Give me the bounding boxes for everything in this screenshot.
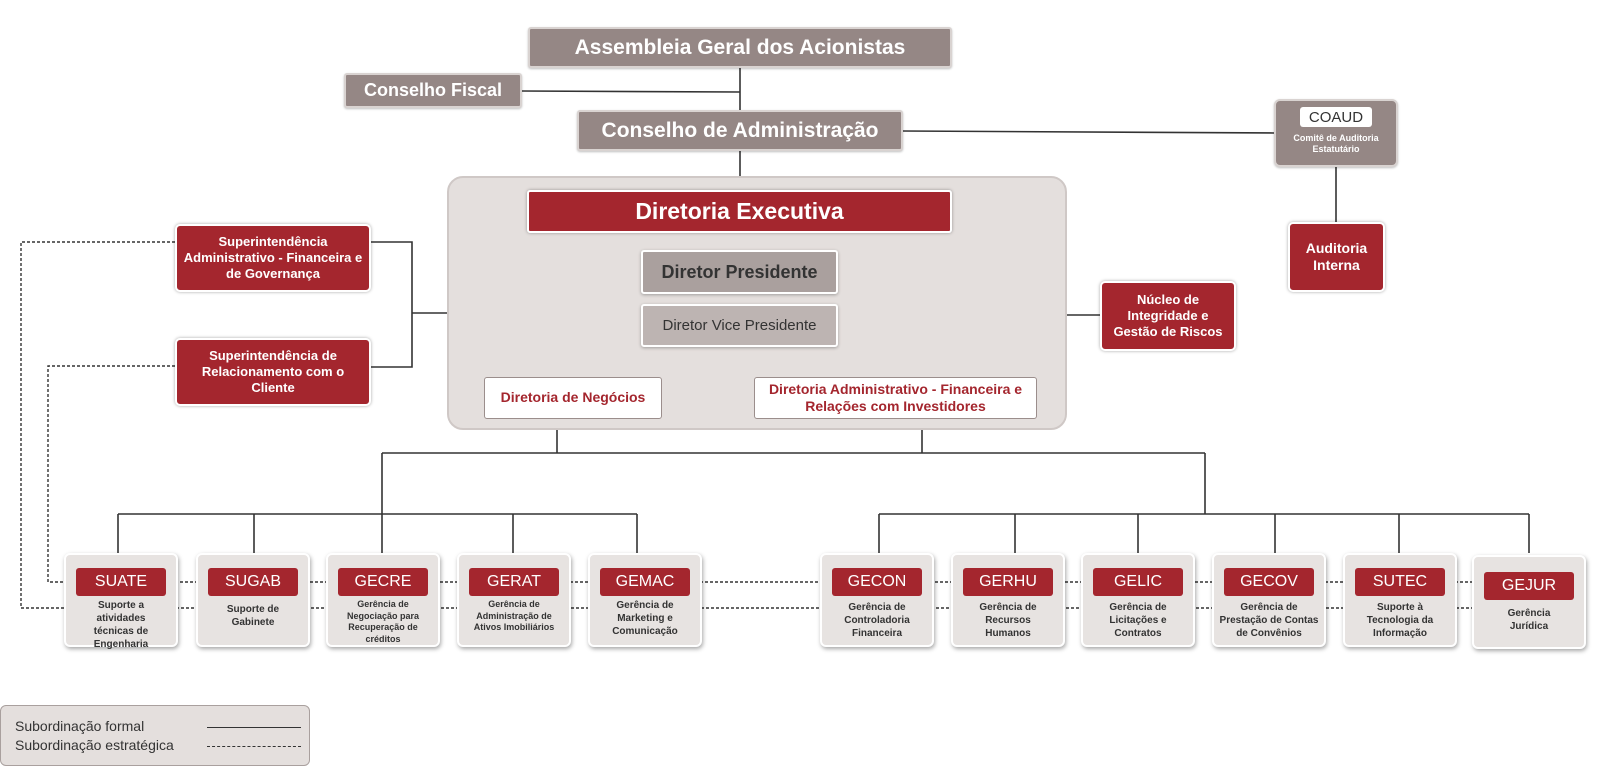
diretoria-negocios-label: Diretoria de Negócios <box>500 389 646 406</box>
unit-code: SUTEC <box>1355 568 1445 596</box>
unit-card-gerhu[interactable]: GERHU Gerência de Recursos Humanos <box>951 553 1065 647</box>
legend-strategic-line <box>207 746 301 747</box>
unit-card-gecov[interactable]: GECOV Gerência de Prestação de Contas de… <box>1212 553 1326 647</box>
conselho-fiscal-box[interactable]: Conselho Fiscal <box>344 73 522 108</box>
unit-code: GECRE <box>338 568 428 596</box>
unit-card-sugab[interactable]: SUGAB Suporte de Gabinete <box>196 553 310 647</box>
coaud-desc: Comitê de Auditoria Estatutário <box>1293 133 1379 155</box>
conselho-fiscal-label: Conselho Fiscal <box>363 80 503 100</box>
unit-desc: Suporte a atividades técnicas de Engenha… <box>93 600 149 650</box>
diretoria-negocios-box[interactable]: Diretoria de Negócios <box>484 377 662 419</box>
unit-code: GEMAC <box>600 568 690 596</box>
unit-desc: Gerência de Prestação de Contas de Convê… <box>1219 602 1319 639</box>
diretor-presidente-label: Diretor Presidente <box>661 261 818 282</box>
superintendencia-admin-fin-box[interactable]: Superintendência Administrativo - Financ… <box>175 224 371 292</box>
assembleia-box[interactable]: Assembleia Geral dos Acionistas <box>528 27 952 68</box>
superintendencia-relacionamento-label: Superintendência de Relacionamento com o… <box>201 347 345 396</box>
nucleo-integridade-label: Núcleo de Integridade e Gestão de Riscos <box>1113 291 1223 340</box>
diretor-presidente-box[interactable]: Diretor Presidente <box>641 250 838 294</box>
conselho-admin-label: Conselho de Administração <box>601 118 879 142</box>
unit-desc: Gerência de Negociação para Recuperação … <box>346 599 420 645</box>
unit-desc: Gerência de Recursos Humanos <box>979 602 1037 639</box>
conselho-admin-box[interactable]: Conselho de Administração <box>577 110 903 151</box>
auditoria-interna-box[interactable]: Auditoria Interna <box>1288 222 1385 292</box>
superintendencia-relacionamento-box[interactable]: Superintendência de Relacionamento com o… <box>175 338 371 406</box>
unit-desc: Suporte de Gabinete <box>226 604 280 628</box>
superintendencia-admin-fin-label: Superintendência Administrativo - Financ… <box>183 233 363 282</box>
unit-desc: Gerência Jurídica <box>1507 608 1551 632</box>
diretoria-executiva-label: Diretoria Executiva <box>635 198 844 225</box>
legend: Subordinação formal Subordinação estraté… <box>0 705 310 766</box>
unit-code: GECON <box>832 568 922 596</box>
unit-card-gecon[interactable]: GECON Gerência de Controladoria Financei… <box>820 553 934 647</box>
unit-code: GERHU <box>963 568 1053 596</box>
diretor-vice-label: Diretor Vice Presidente <box>662 317 817 334</box>
assembleia-label: Assembleia Geral dos Acionistas <box>574 35 906 59</box>
unit-card-gecre[interactable]: GECRE Gerência de Negociação para Recupe… <box>326 553 440 647</box>
coaud-code: COAUD <box>1300 107 1372 127</box>
legend-formal-line <box>207 727 301 728</box>
unit-code: GEJUR <box>1484 572 1574 600</box>
nucleo-integridade-box[interactable]: Núcleo de Integridade e Gestão de Riscos <box>1100 281 1236 351</box>
legend-strategic-label: Subordinação estratégica <box>15 737 174 753</box>
diretoria-admin-fin-label: Diretoria Administrativo - Financeira e … <box>768 380 1023 415</box>
unit-code: SUATE <box>76 568 166 596</box>
unit-card-gemac[interactable]: GEMAC Gerência de Marketing e Comunicaçã… <box>588 553 702 647</box>
unit-code: SUGAB <box>208 568 298 596</box>
unit-desc: Gerência de Marketing e Comunicação <box>612 600 678 637</box>
unit-code: GERAT <box>469 568 559 596</box>
unit-code: GELIC <box>1093 568 1183 596</box>
unit-code: GECOV <box>1224 568 1314 596</box>
coaud-box[interactable]: COAUD Comitê de Auditoria Estatutário <box>1274 99 1398 167</box>
legend-formal-label: Subordinação formal <box>15 718 145 734</box>
unit-desc: Gerência de Licitações e Contratos <box>1109 602 1167 639</box>
diretor-vice-box[interactable]: Diretor Vice Presidente <box>641 304 838 347</box>
unit-desc: Gerência de Controladoria Financeira <box>844 602 910 639</box>
unit-card-gejur[interactable]: GEJUR Gerência Jurídica <box>1472 555 1586 649</box>
unit-card-gelic[interactable]: GELIC Gerência de Licitações e Contratos <box>1081 553 1195 647</box>
diretoria-executiva-box[interactable]: Diretoria Executiva <box>527 190 952 233</box>
diretoria-admin-fin-box[interactable]: Diretoria Administrativo - Financeira e … <box>754 377 1037 419</box>
unit-desc: Suporte à Tecnologia da Informação <box>1366 602 1434 639</box>
unit-card-suate[interactable]: SUATE Suporte a atividades técnicas de E… <box>64 553 178 650</box>
unit-desc: Gerência de Administração de Ativos Imob… <box>473 599 555 633</box>
unit-card-gerat[interactable]: GERAT Gerência de Administração de Ativo… <box>457 553 571 647</box>
auditoria-interna-label: Auditoria Interna <box>1305 239 1368 274</box>
unit-card-sutec[interactable]: SUTEC Suporte à Tecnologia da Informação <box>1343 553 1457 647</box>
